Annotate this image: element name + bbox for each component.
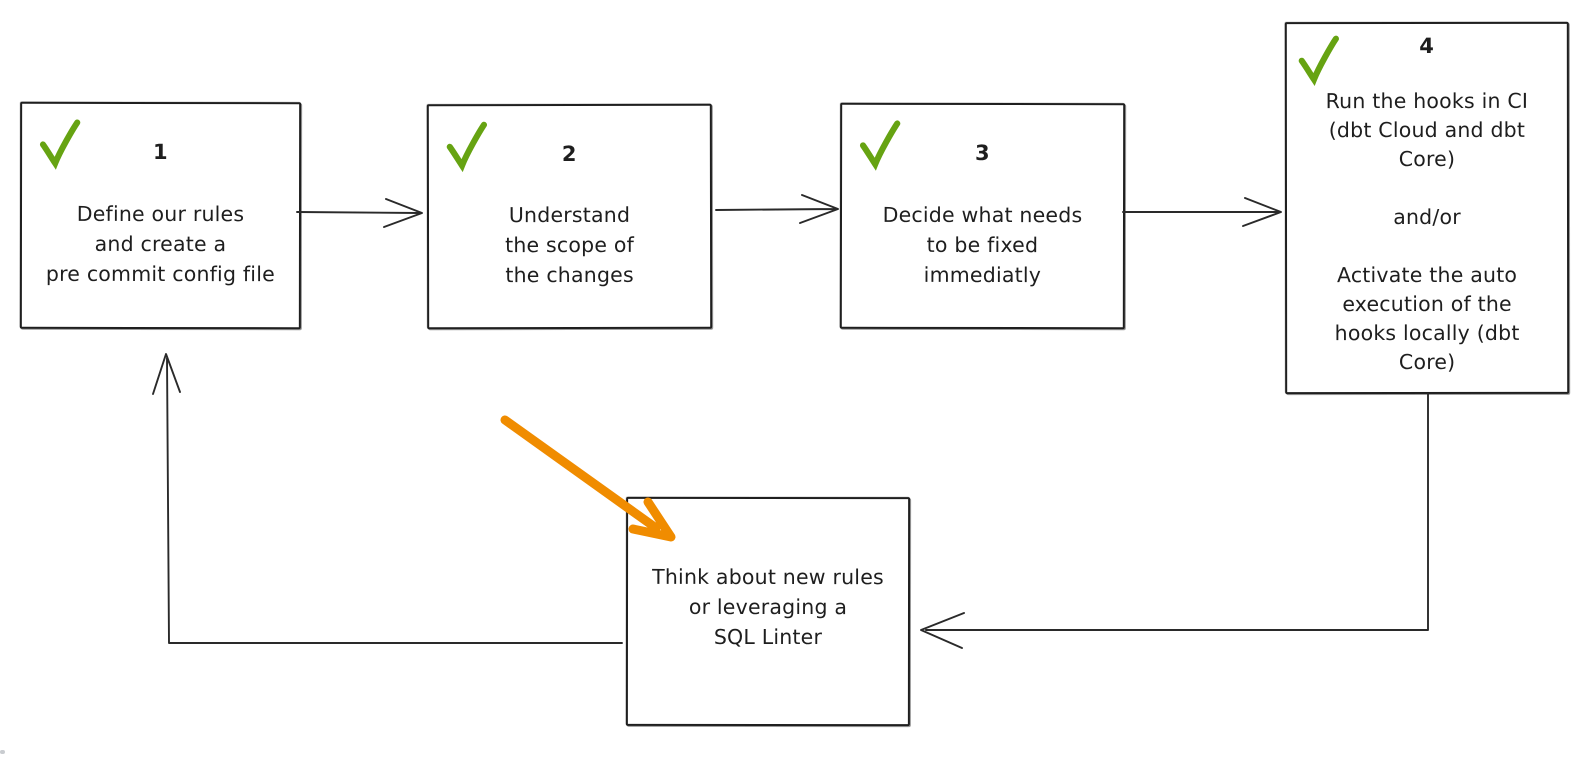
- arrow-step4-to-loopbox-icon: [920, 393, 1429, 649]
- arrow-step2-to-step3-icon: [715, 194, 839, 224]
- step-text-line: to be fixed: [926, 232, 1039, 258]
- checkmark-icon: [39, 119, 81, 170]
- arrow-loopbox-to-step1-icon: [152, 353, 623, 644]
- flow-box-step-3: 3 Decide what needs to be fixed immediat…: [839, 102, 1126, 330]
- arrow-step1-to-step2-icon: [296, 198, 423, 228]
- step-text-line: pre commit config file: [45, 261, 275, 287]
- step-text: Understand the scope of the changes: [429, 200, 710, 290]
- checkmark-icon: [1298, 35, 1339, 87]
- step-text-line: the changes: [505, 262, 634, 288]
- loop-box-text-line: SQL Linter: [713, 624, 823, 650]
- flow-box-step-2: 2 Understand the scope of the changes: [426, 103, 713, 330]
- flow-box-loop: Think about new rules or leveraging a SQ…: [625, 496, 911, 727]
- step-text-line: Define our rules: [76, 201, 245, 227]
- loop-box-text: Think about new rules or leveraging a SQ…: [628, 562, 908, 652]
- checkmark-icon: [446, 121, 488, 173]
- step-number: 2: [561, 141, 577, 167]
- step-text-line: and/or: [1393, 204, 1461, 230]
- step-text-line: hooks locally (dbt: [1334, 320, 1520, 346]
- step-text-line: Core): [1398, 146, 1456, 172]
- flow-box-step-1: 1 Define our rules and create a pre comm…: [19, 101, 302, 330]
- step-text-line: Understand: [508, 202, 631, 228]
- flow-box-step-4: 4 Run the hooks in CI (dbt Cloud and dbt…: [1284, 21, 1570, 395]
- step-text-line: Activate the auto: [1336, 262, 1518, 288]
- loop-box-text-line: Think about new rules: [652, 564, 884, 590]
- step-text: Define our rules and create a pre commit…: [22, 199, 299, 289]
- step-text-line: the scope of: [505, 232, 635, 258]
- loop-box-text-line: or leveraging a: [688, 594, 848, 620]
- step-text-line: Run the hooks in CI: [1325, 88, 1529, 114]
- step-number: 3: [975, 140, 991, 166]
- step-text-line: and create a: [94, 231, 227, 257]
- step-text-line: (dbt Cloud and dbt: [1328, 117, 1526, 143]
- step-number: 1: [153, 139, 169, 165]
- step-text-line: [1287, 232, 1567, 261]
- step-text-line: Decide what needs: [882, 202, 1083, 228]
- step-text: Decide what needs to be fixed immediatly: [842, 200, 1123, 290]
- step-text-line: [1287, 174, 1567, 203]
- step-text-line: immediatly: [923, 262, 1042, 288]
- step-text-line: execution of the: [1342, 291, 1512, 317]
- step-text: Run the hooks in CI (dbt Cloud and dbt C…: [1287, 87, 1567, 377]
- checkmark-icon: [859, 120, 901, 171]
- step-number: 4: [1419, 33, 1435, 59]
- corner-artifact: [0, 750, 5, 754]
- step-text-line: Core): [1398, 349, 1456, 375]
- arrow-step3-to-step4-icon: [1122, 197, 1282, 227]
